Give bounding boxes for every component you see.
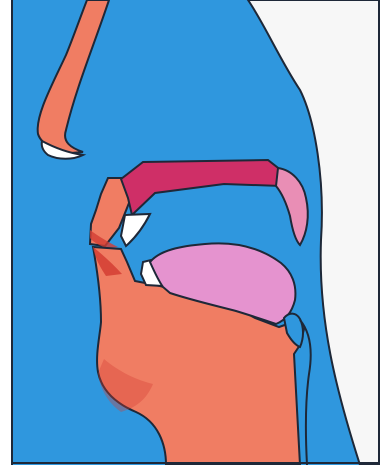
vocal-tract-svg xyxy=(0,0,391,465)
vocal-tract-diagram xyxy=(0,0,391,465)
